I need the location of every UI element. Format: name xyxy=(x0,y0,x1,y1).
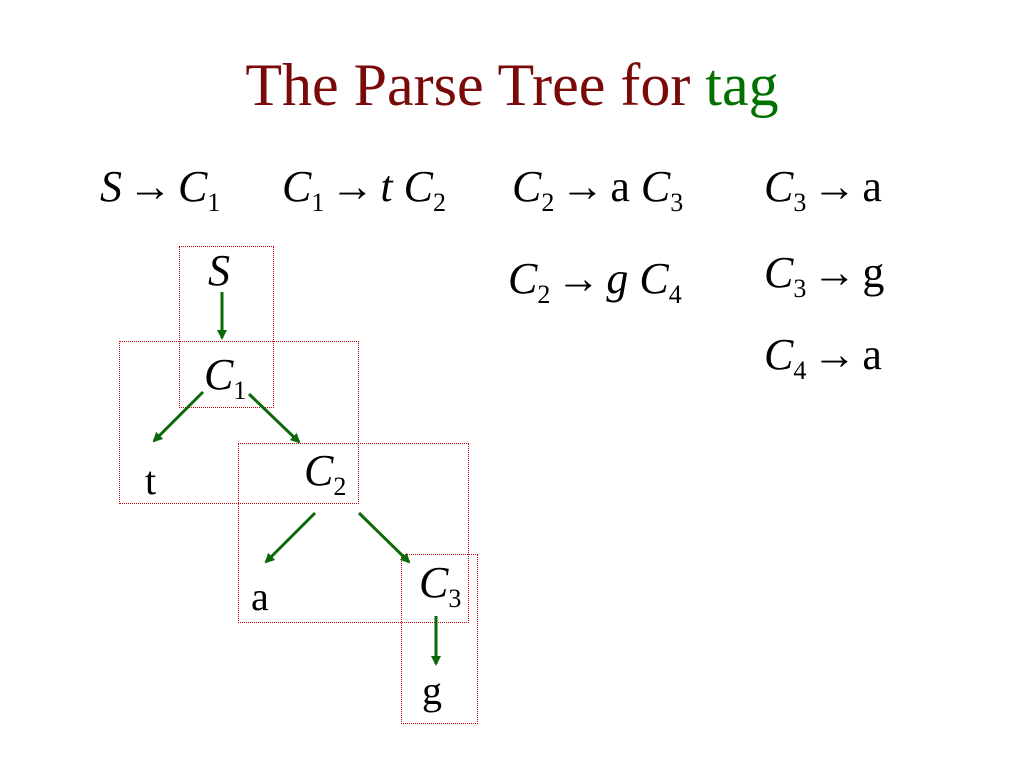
node-c1: C1 xyxy=(204,350,247,405)
node-c3: C3 xyxy=(419,558,462,613)
node-a: a xyxy=(251,574,269,619)
rule-1: C1→t C2 xyxy=(282,162,446,217)
rule-arrow: → xyxy=(128,162,172,211)
edge-c2-c3 xyxy=(357,511,411,564)
rule-3: C3→a xyxy=(764,162,882,217)
subtree-box-c2 xyxy=(238,443,469,623)
node-g: g xyxy=(422,668,442,713)
edge-c2-a xyxy=(264,511,317,564)
slide-title: The Parse Tree for tag xyxy=(0,50,1024,120)
rule-0: S→C1 xyxy=(100,162,221,217)
node-s: S xyxy=(208,246,230,295)
edge-c1-t xyxy=(152,390,205,443)
rule-0-lhs: S xyxy=(100,162,122,211)
node-t: t xyxy=(145,458,157,503)
rule-5: C3→g xyxy=(764,248,885,303)
rule-6: C4→a xyxy=(764,330,882,385)
subtree-box-s xyxy=(179,246,274,408)
rule-2: C2→a C3 xyxy=(512,162,684,217)
subtree-box-c3 xyxy=(401,554,478,724)
subtree-box-c1 xyxy=(119,341,359,504)
node-c2: C2 xyxy=(304,446,347,501)
rule-4: C2→g C4 xyxy=(508,254,682,309)
title-word: tag xyxy=(705,52,779,118)
edge-c1-c2 xyxy=(247,392,301,444)
title-prefix: The Parse Tree for xyxy=(245,52,706,118)
